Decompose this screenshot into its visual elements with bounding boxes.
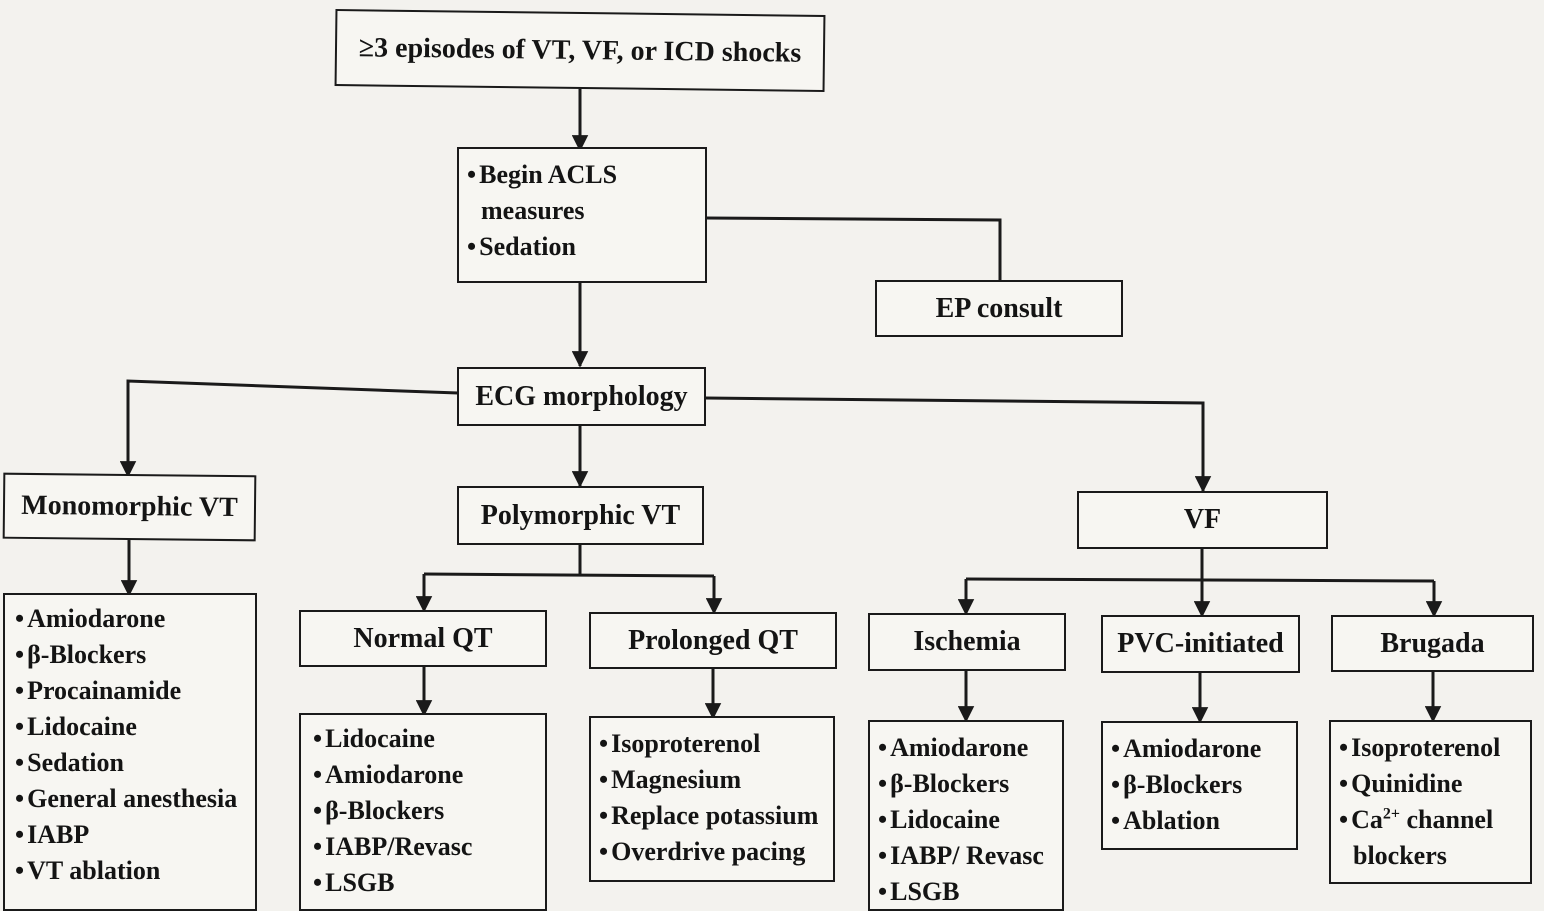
treatment-item: Quinidine: [1339, 766, 1522, 802]
brugada-box: Brugada: [1331, 615, 1534, 672]
initial-item-continuation: measures: [481, 196, 585, 225]
treatment-item: Isoproterenol: [1339, 730, 1522, 766]
treatment-item-continuation: blockers: [1353, 841, 1447, 870]
prolonged-qt-box: Prolonged QT: [589, 612, 837, 669]
polymorphic-vt-label: Polymorphic VT: [480, 499, 681, 531]
treatment-item: Lidocaine: [15, 709, 245, 745]
treatment-item: IABP: [15, 817, 245, 853]
charge-superscript: 2+: [1382, 805, 1401, 823]
line-polymorphic-branch: [423, 572, 715, 578]
treatment-item: β-Blockers: [313, 793, 533, 829]
vf-box: VF: [1077, 491, 1328, 549]
treatment-item: Isoproterenol: [599, 726, 825, 762]
brugada-label: Brugada: [1380, 627, 1485, 659]
treatment-item: β-Blockers: [878, 766, 1054, 802]
top-criteria-label: ≥3 episodes of VT, VF, or ICD shocks: [358, 31, 802, 69]
prolonged-qt-label: Prolonged QT: [628, 624, 798, 656]
pvc-treatment-box: Amiodarone β-Blockers Ablation: [1101, 721, 1298, 850]
monomorphic-vt-box: Monomorphic VT: [2, 472, 257, 542]
channel-word: channel: [1400, 805, 1494, 834]
pvc-initiated-box: PVC-initiated: [1101, 615, 1300, 673]
arrow-ecg-to-vf: [705, 396, 1212, 493]
calcium-symbol: Ca: [1351, 805, 1383, 834]
ischemia-label: Ischemia: [913, 626, 1021, 657]
treatment-item: LSGB: [878, 874, 1054, 910]
treatment-item: Amiodarone: [878, 730, 1054, 766]
initial-item: Begin ACLS: [467, 157, 697, 193]
treatment-item: β-Blockers: [1111, 767, 1288, 803]
ischemia-treatment-box: Amiodarone β-Blockers Lidocaine IABP/ Re…: [868, 720, 1064, 911]
monomorphic-vt-label: Monomorphic VT: [21, 489, 238, 524]
treatment-item: Overdrive pacing: [599, 834, 825, 870]
initial-measures-box: Begin ACLS measures Sedation: [457, 147, 707, 283]
line-vf-branch: [965, 577, 1435, 583]
pvc-initiated-label: PVC-initiated: [1117, 628, 1284, 659]
line-initial-to-ep-consult: [705, 216, 1002, 282]
normal-qt-label: Normal QT: [353, 622, 493, 654]
treatment-item: Sedation: [15, 745, 245, 781]
treatment-item: Lidocaine: [313, 721, 533, 757]
treatment-item: Lidocaine: [878, 802, 1054, 838]
treatment-item: Amiodarone: [15, 601, 245, 637]
brugada-treatment-box: Isoproterenol Quinidine Ca2+ channel blo…: [1329, 720, 1532, 884]
treatment-item: VT ablation: [15, 853, 245, 889]
treatment-item: β-Blockers: [15, 637, 245, 673]
top-criteria-box: ≥3 episodes of VT, VF, or ICD shocks: [334, 9, 826, 92]
ep-consult-label: EP consult: [935, 292, 1063, 324]
ecg-morphology-box: ECG morphology: [457, 367, 706, 426]
treatment-item: Amiodarone: [313, 757, 533, 793]
treatment-item: IABP/Revasc: [313, 829, 533, 865]
normal-qt-treatment-box: Lidocaine Amiodarone β-Blockers IABP/Rev…: [299, 713, 547, 911]
treatment-item: Magnesium: [599, 762, 825, 798]
prolonged-qt-treatment-box: Isoproterenol Magnesium Replace potassiu…: [589, 716, 835, 882]
ischemia-box: Ischemia: [868, 613, 1066, 671]
polymorphic-vt-box: Polymorphic VT: [457, 486, 704, 545]
treatment-item: Replace potassium: [599, 798, 825, 834]
arrow-ecg-to-monomorphic: [119, 379, 459, 478]
treatment-item: Ca2+ channel: [1339, 802, 1522, 838]
treatment-item: General anesthesia: [15, 781, 245, 817]
treatment-item: LSGB: [313, 865, 533, 901]
treatment-item: Ablation: [1111, 803, 1288, 839]
treatment-item: IABP/ Revasc: [878, 838, 1054, 874]
vf-label: VF: [1183, 504, 1222, 535]
treatment-item: Procainamide: [15, 673, 245, 709]
ecg-morphology-label: ECG morphology: [475, 380, 688, 412]
initial-item: Sedation: [467, 229, 697, 265]
normal-qt-box: Normal QT: [299, 610, 547, 667]
treatment-item: Amiodarone: [1111, 731, 1288, 767]
ep-consult-box: EP consult: [875, 280, 1123, 337]
monomorphic-treatment-box: Amiodarone β-Blockers Procainamide Lidoc…: [3, 593, 257, 911]
